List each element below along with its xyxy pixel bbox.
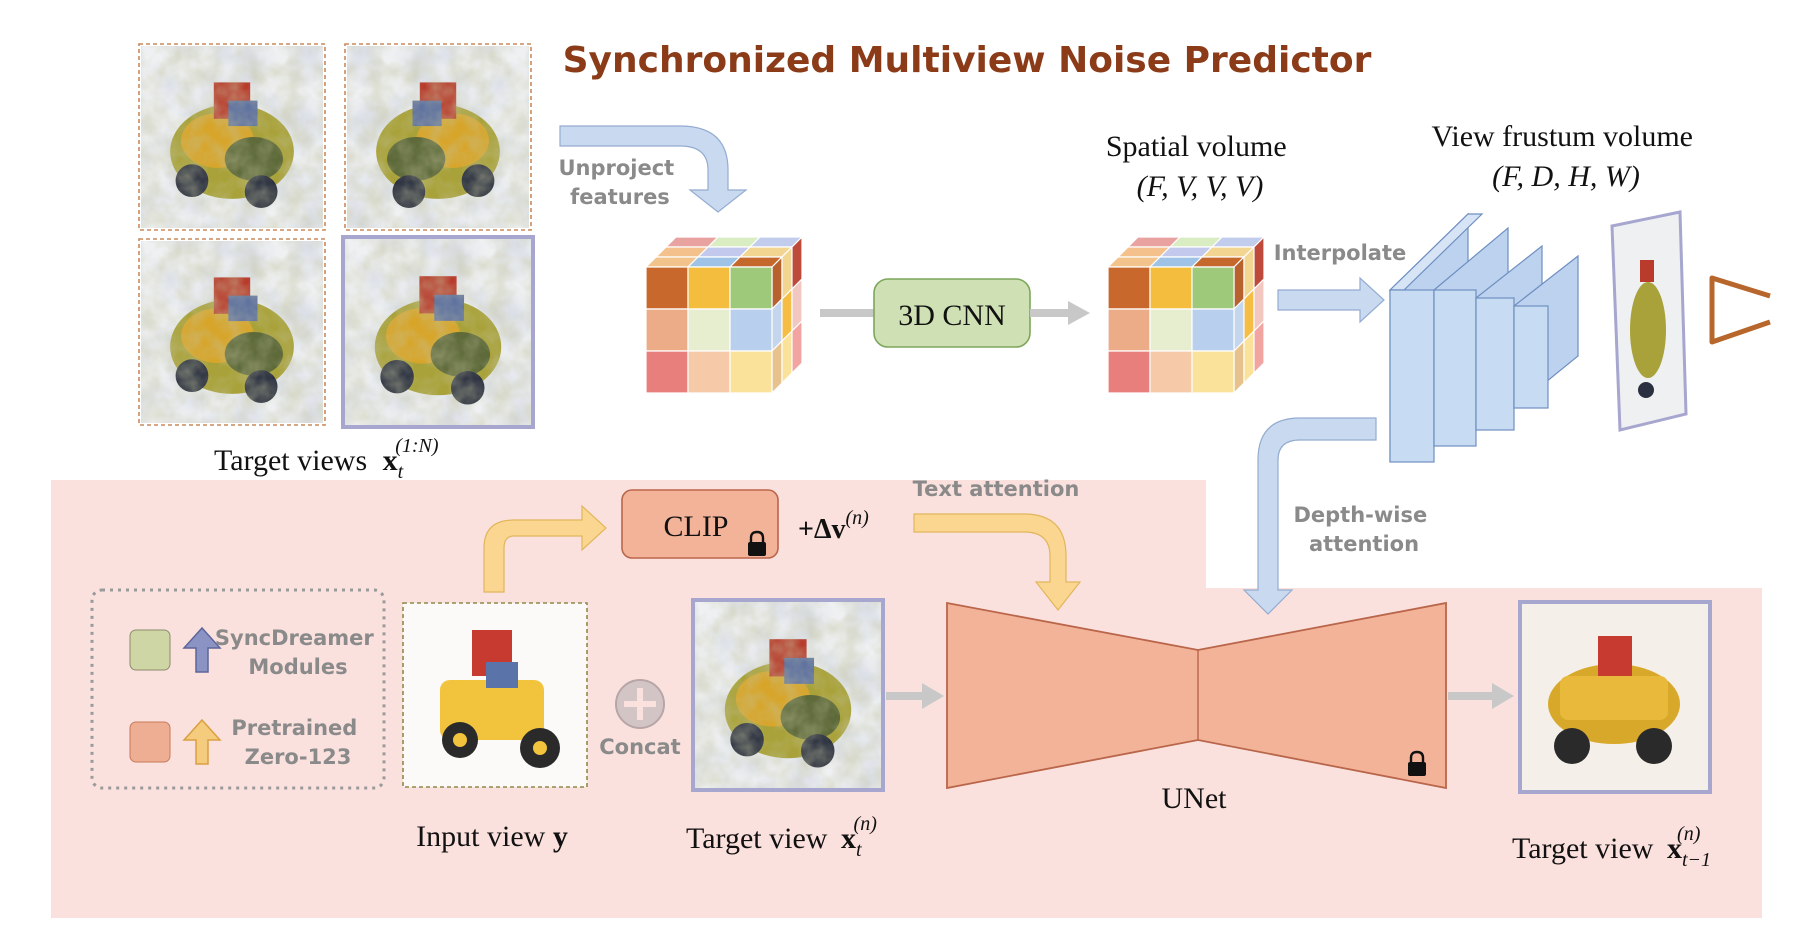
arrow-to-cnn bbox=[820, 309, 878, 317]
text-attention-label: Text attention bbox=[913, 477, 1080, 501]
target-views-grid bbox=[138, 43, 535, 429]
arrow-to-output bbox=[1448, 683, 1514, 709]
svg-text:SyncDreamer Modules: SyncDreamer Modules bbox=[215, 626, 381, 679]
cube-cell bbox=[1149, 350, 1193, 394]
diagram-title: Synchronized Multiview Noise Predictor bbox=[563, 40, 1372, 81]
cube-cell bbox=[1107, 350, 1151, 394]
arrow-to-spatial-volume bbox=[1030, 301, 1090, 325]
target-view-input-label: Target view xt(n) bbox=[686, 813, 877, 861]
cube-cell bbox=[781, 329, 793, 385]
text-attention-arrow bbox=[913, 513, 1082, 611]
interpolate-label: Interpolate bbox=[1274, 241, 1407, 265]
cube-cell bbox=[729, 266, 773, 310]
unet-label: UNet bbox=[1162, 782, 1228, 815]
noisy-view-2 bbox=[347, 46, 529, 228]
delta-v-label: +Δv(n) bbox=[798, 507, 869, 545]
interpolate-arrow bbox=[1277, 276, 1385, 324]
cube-cell bbox=[1149, 308, 1193, 352]
concat-label: Concat bbox=[599, 735, 680, 759]
spatial-volume-label: Spatial volume (F, V, V, V) bbox=[1106, 130, 1294, 203]
unproject-label: Unproject features bbox=[558, 156, 681, 209]
view-frustum-volume bbox=[1388, 212, 1579, 463]
target-views-label: Target views xt(1:N) bbox=[214, 435, 439, 483]
cube-cell bbox=[687, 308, 731, 352]
lock-icon bbox=[1408, 750, 1426, 776]
arrow-to-clip bbox=[483, 504, 607, 593]
camera-icon bbox=[1709, 275, 1771, 345]
cube-cell bbox=[1191, 350, 1235, 394]
frustum-volume-label: View frustum volume (F, D, H, W) bbox=[1432, 120, 1701, 193]
depth-attention-arrow bbox=[1242, 417, 1377, 615]
cube-cell bbox=[1191, 308, 1235, 352]
cube-cell bbox=[687, 266, 731, 310]
cube-cell bbox=[687, 350, 731, 394]
feature-volume-cube bbox=[644, 235, 804, 395]
input-view-image bbox=[402, 602, 588, 788]
cube-cell bbox=[1233, 339, 1245, 395]
legend-box bbox=[90, 588, 386, 790]
frustum-target-image bbox=[1610, 210, 1688, 432]
cube-cell bbox=[645, 308, 689, 352]
legend-arrow-up-icon bbox=[182, 626, 222, 673]
clip-label: CLIP bbox=[663, 510, 728, 543]
input-view-label: Input view y bbox=[416, 820, 568, 853]
unproject-arrow bbox=[559, 125, 748, 213]
legend-item-zero123: Pretrained Zero-123 bbox=[129, 716, 364, 769]
cnn-label: 3D CNN bbox=[898, 299, 1006, 332]
cube-cell bbox=[1191, 266, 1235, 310]
noisy-view-1 bbox=[141, 46, 323, 228]
cube-cell bbox=[791, 319, 803, 375]
target-view-output-label: Target view xt−1(n) bbox=[1512, 823, 1711, 871]
depth-attention-label: Depth-wise attention bbox=[1293, 503, 1434, 556]
target-view-output-image bbox=[1518, 600, 1712, 794]
legend-item-syncdreamer: SyncDreamer Modules bbox=[129, 626, 381, 679]
cube-cell bbox=[645, 350, 689, 394]
noisy-view-3 bbox=[141, 241, 323, 423]
clip-block bbox=[621, 489, 779, 559]
cube-cell bbox=[1107, 266, 1151, 310]
arrow-to-unet bbox=[886, 683, 944, 709]
cube-cell bbox=[1107, 308, 1151, 352]
cube-cell bbox=[729, 350, 773, 394]
spatial-volume-cube bbox=[1106, 235, 1266, 395]
cube-cell bbox=[1149, 266, 1193, 310]
cube-cell bbox=[645, 266, 689, 310]
lock-icon bbox=[748, 530, 766, 556]
cube-cell bbox=[771, 339, 783, 395]
concat-icon bbox=[615, 679, 665, 729]
legend-arrow-up-icon bbox=[182, 718, 222, 765]
cube-cell bbox=[729, 308, 773, 352]
noisy-view-4 bbox=[345, 239, 531, 425]
cube-cell bbox=[1253, 319, 1265, 375]
target-view-input-image bbox=[691, 598, 885, 792]
svg-text:Pretrained Zero-123: Pretrained Zero-123 bbox=[231, 716, 364, 769]
cube-cell bbox=[1243, 329, 1255, 385]
